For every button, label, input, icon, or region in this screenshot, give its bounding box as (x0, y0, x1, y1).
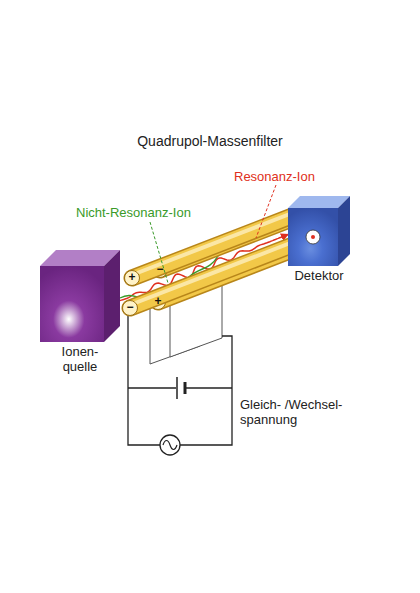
detector-dot (311, 235, 315, 239)
cube-shape (40, 250, 120, 342)
polarity-sign: + (128, 271, 135, 285)
cube-front (288, 208, 338, 266)
cube-shape (288, 196, 350, 266)
polarity-sign: − (156, 263, 163, 277)
title: Quadrupol-Massenfilter (0, 133, 420, 149)
ion-label: Nicht-Resonanz-Ion (76, 206, 191, 221)
node-label: Detektor (294, 269, 343, 284)
cube-side (104, 250, 120, 342)
battery-symbol (177, 377, 185, 399)
ion-source-box: Ionen- quelle (40, 250, 120, 375)
ion-label: Resonanz-Ion (234, 170, 315, 185)
polarity-sign: − (126, 301, 133, 315)
detector-window (306, 230, 320, 244)
quadrupole-rod (130, 243, 298, 308)
cube-front (40, 266, 104, 342)
ac-source-symbol (160, 435, 180, 455)
circuit-wire (128, 300, 232, 445)
polarity-sign: + (154, 295, 161, 309)
cube-side (338, 196, 350, 266)
rod-end (125, 271, 140, 286)
detector-box: Detektor (288, 196, 350, 284)
node-label: Ionen- quelle (62, 345, 99, 375)
leader-line (256, 185, 276, 238)
voltage-label: Gleich- /Wechsel- spannung (240, 398, 358, 428)
rod-end (123, 301, 138, 316)
leader-line (150, 222, 168, 283)
quadrupole-rod (130, 243, 298, 308)
